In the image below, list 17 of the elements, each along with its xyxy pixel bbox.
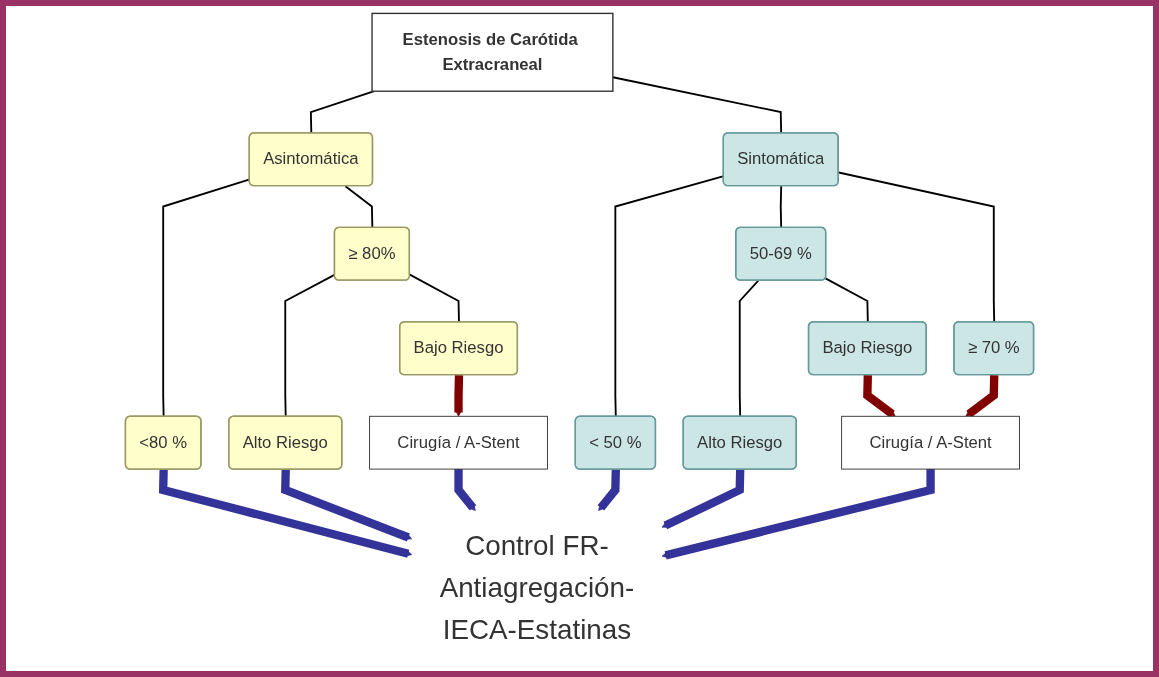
arrow xyxy=(454,375,464,417)
node-box: Cirugía / A-Stent xyxy=(841,415,1020,470)
connector xyxy=(779,185,783,229)
arrow xyxy=(597,469,620,512)
arrow xyxy=(965,375,999,418)
node-text: Control FR-Antiagregación-IECA-Estatinas xyxy=(439,530,635,645)
connector xyxy=(344,185,374,229)
arrow xyxy=(158,469,413,558)
arrow xyxy=(661,469,935,560)
connector xyxy=(738,279,760,418)
arrow xyxy=(661,469,745,530)
arrow xyxy=(863,374,896,418)
connector xyxy=(284,273,336,418)
arrow xyxy=(454,469,477,512)
node-box: Estenosis de Carótida Extracraneal xyxy=(371,12,614,92)
node-box: Cirugía / A-Stent xyxy=(369,415,548,470)
arrow xyxy=(281,469,413,542)
